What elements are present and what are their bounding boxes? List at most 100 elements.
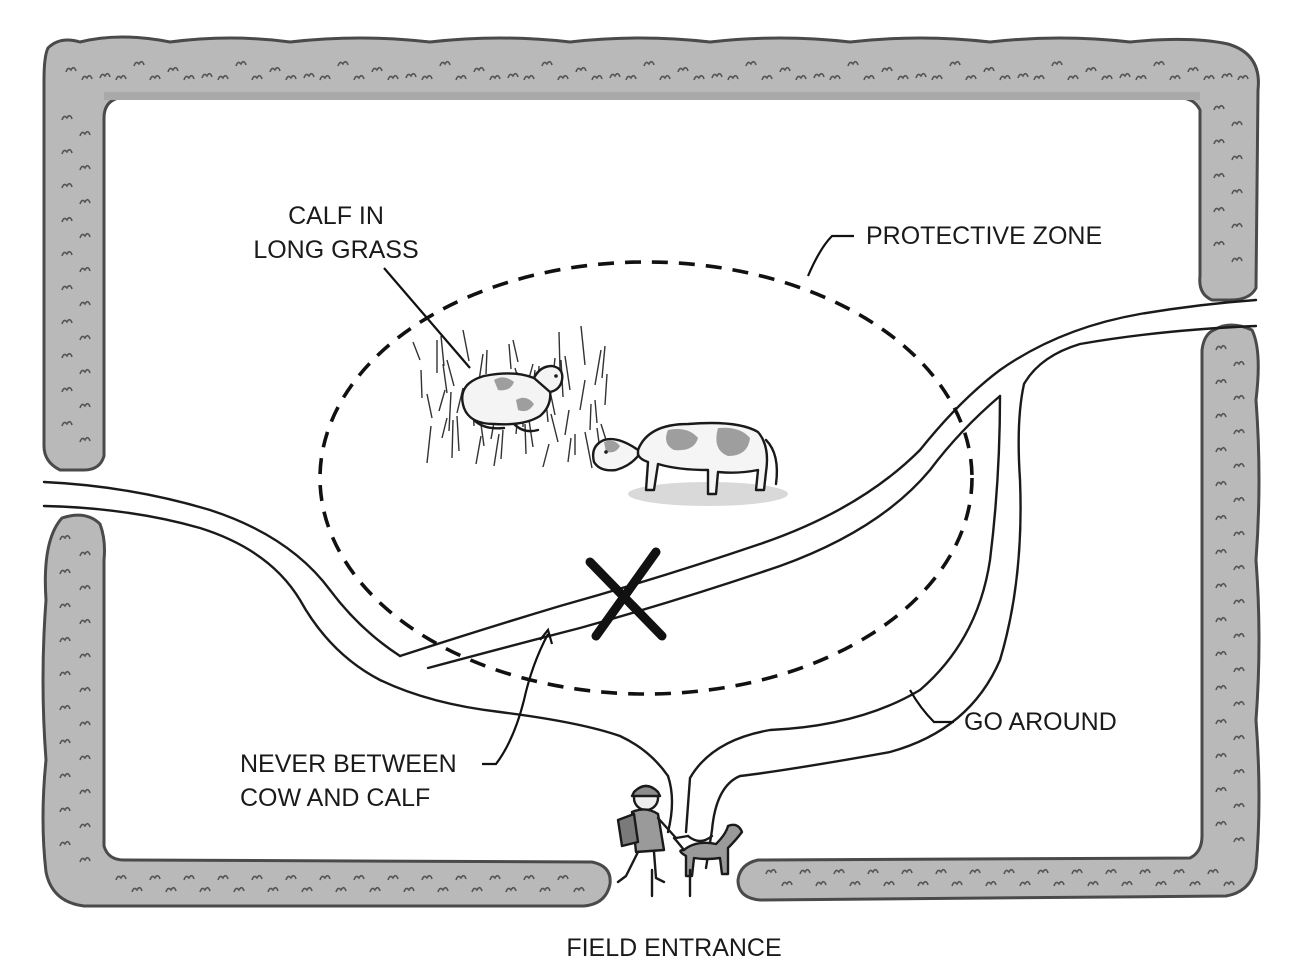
hedge-leaf [693, 74, 705, 81]
hedge-leaf [79, 198, 91, 205]
hedge-leaf [59, 534, 71, 541]
hedge-leaf [1231, 154, 1243, 161]
hedge-leaf [61, 284, 73, 291]
protective-zone-label: PROTECTIVE ZONE [866, 222, 1102, 250]
hedge-leaf [149, 874, 161, 881]
path-direct-lower-edge [426, 394, 1002, 670]
hedge-texture [59, 60, 1249, 893]
hedge-leaf [541, 60, 553, 67]
hedge-leaf [285, 874, 297, 881]
hedge-leaf [1231, 120, 1243, 127]
never-between-label-line2: COW AND CALF [240, 784, 430, 812]
hedge-leaf [573, 886, 585, 893]
hedge-leaf [1233, 564, 1245, 571]
hedge-leaf [523, 874, 535, 881]
field-entrance-label: FIELD ENTRANCE [566, 934, 781, 962]
hedge-leaf [1215, 582, 1227, 589]
hedge-leaf [1215, 412, 1227, 419]
hedge-top [42, 35, 1260, 472]
hedge-leaf [79, 368, 91, 375]
hedge-leaf [61, 386, 73, 393]
hedge-leaf [471, 886, 483, 893]
hedge-leaf [455, 874, 467, 881]
hedge-leaf [863, 74, 875, 81]
hedge-leaf [951, 880, 963, 887]
hedge-leaf [711, 72, 723, 79]
hedge-leaf [1233, 394, 1245, 401]
hedge-leaf [1215, 378, 1227, 385]
hedge-leaf [251, 874, 263, 881]
hedge-leaf [847, 60, 859, 67]
hedge-leaf [79, 232, 91, 239]
hedge-leaf [1033, 74, 1045, 81]
hedge-leaf [199, 886, 211, 893]
hedge-leaf [217, 74, 229, 81]
hedge-leaf [557, 874, 569, 881]
hedge-leaf [353, 874, 365, 881]
hedge-leaf [591, 74, 603, 81]
hedge-leaf [79, 584, 91, 591]
hedge-leaf [115, 874, 127, 881]
hedge-leaf [59, 568, 71, 575]
hedge-leaf [1237, 74, 1249, 81]
hedge-leaf [1087, 880, 1099, 887]
hedge-right-shape [736, 323, 1261, 902]
hedge-leaf [1101, 74, 1113, 81]
hedge-leaf [369, 886, 381, 893]
hedge-leaf [1003, 868, 1015, 875]
hedge-right [736, 323, 1261, 902]
hedge-leaf [79, 300, 91, 307]
protective-zone-ellipse [318, 260, 974, 696]
hedge-bottom-left [41, 513, 612, 908]
hedge-leaf [1215, 344, 1227, 351]
hedge-leaf [1067, 74, 1079, 81]
hedge-leaf [983, 66, 995, 73]
hedge-leaf [1215, 718, 1227, 725]
hedge-leaf [867, 868, 879, 875]
hedge-leaf [61, 148, 73, 155]
hedge-leaf [79, 334, 91, 341]
hedge-leaf [539, 886, 551, 893]
hedge-leaf [79, 402, 91, 409]
hedge-leaf [403, 886, 415, 893]
hedge-leaf [745, 60, 757, 67]
hedge-leaf [557, 74, 569, 81]
hedge-leaf [1017, 72, 1029, 79]
hedge-leaf [301, 886, 313, 893]
hedge-leaf [387, 874, 399, 881]
hedge-leaf [1215, 480, 1227, 487]
hedge-leaf [1213, 240, 1225, 247]
leader-never-between [482, 633, 549, 766]
hedge-leaf [1215, 752, 1227, 759]
hedge-leaf [489, 874, 501, 881]
hedge-leaf [59, 602, 71, 609]
hedge-leaf [1155, 880, 1167, 887]
hedge-leaf [1215, 684, 1227, 691]
hedge-leaf [61, 318, 73, 325]
hedge-leaf [1221, 72, 1233, 79]
hedge-leaf [269, 66, 281, 73]
never-between-label-line1: NEVER BETWEEN [240, 750, 457, 778]
hedge-leaf [353, 74, 365, 81]
hedge-leaf [79, 266, 91, 273]
hedge-leaf [149, 74, 161, 81]
hedge-leaf [897, 74, 909, 81]
leader-calf [383, 267, 471, 369]
hedge-leaf [201, 72, 213, 79]
hedge-leaf [217, 874, 229, 881]
hedge-leaf [133, 60, 145, 67]
path-direct-upper-edge [398, 298, 1258, 658]
hedge-leaf [79, 130, 91, 137]
hedge-leaf [79, 686, 91, 693]
hedge-leaf [235, 60, 247, 67]
hedge-leaf [337, 60, 349, 67]
hedge-leaf [455, 74, 467, 81]
hedge-leaf [915, 72, 927, 79]
hedge-leaf [799, 868, 811, 875]
hedge-leaf [267, 886, 279, 893]
hedge-leaf [1071, 868, 1083, 875]
hedge-leaf [59, 738, 71, 745]
hedge-leaf [1223, 880, 1235, 887]
hedge-leaf [79, 856, 91, 863]
